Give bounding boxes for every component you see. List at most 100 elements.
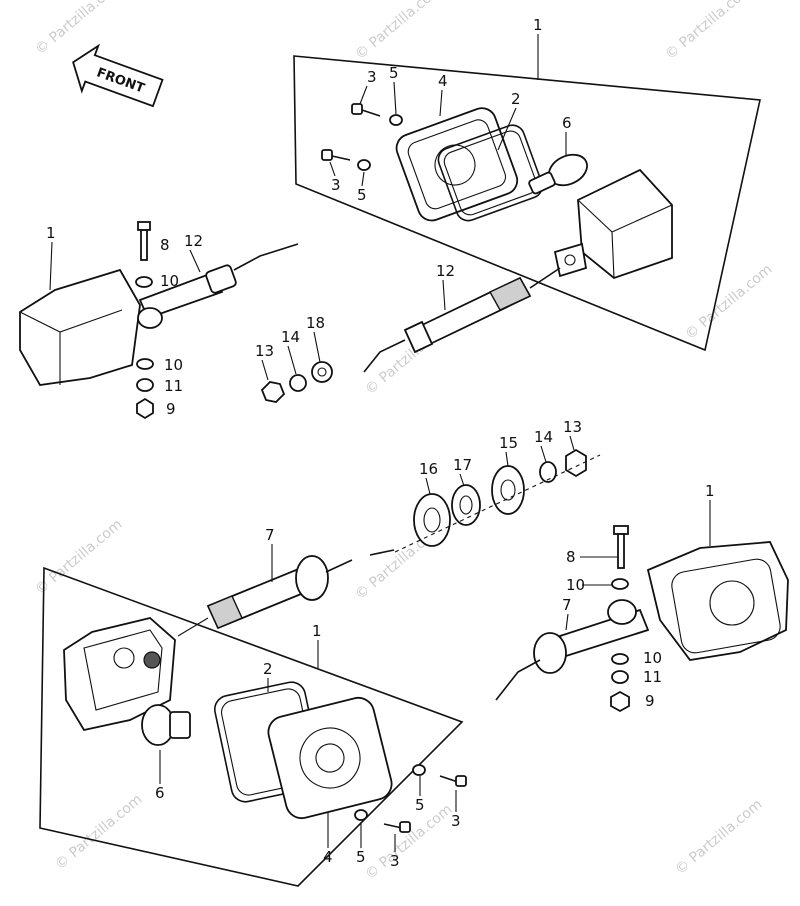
right-mount bbox=[607, 599, 637, 625]
stem-grommet bbox=[295, 555, 329, 601]
stem-knurl bbox=[489, 277, 531, 311]
callout-number: 15 bbox=[499, 434, 518, 452]
collar-17-hole bbox=[459, 495, 473, 515]
lens-ring bbox=[299, 727, 361, 789]
callout-number: 4 bbox=[323, 848, 333, 866]
callout-number: 18 bbox=[306, 314, 325, 332]
washer-14 bbox=[289, 374, 307, 392]
stem-nut bbox=[403, 320, 434, 354]
callout-number: 1 bbox=[705, 482, 715, 500]
callout-number: 8 bbox=[566, 548, 576, 566]
callout-number: 11 bbox=[643, 668, 662, 686]
bolt-shank bbox=[617, 533, 625, 569]
right-lens-ring bbox=[709, 580, 755, 626]
washer-10 bbox=[611, 578, 629, 590]
stem-wire bbox=[325, 549, 395, 573]
callout-number: 3 bbox=[331, 176, 341, 194]
bulb-bottom bbox=[141, 704, 191, 746]
callout-number: 3 bbox=[367, 68, 377, 86]
stem-lead bbox=[177, 617, 209, 637]
washer-10 bbox=[135, 276, 153, 288]
left-mount-ring bbox=[137, 307, 163, 329]
washer bbox=[412, 764, 426, 776]
bulb-base bbox=[528, 171, 556, 195]
lens-body bbox=[395, 107, 519, 222]
mount-hole bbox=[564, 254, 576, 266]
watermark: © Partzilla.com bbox=[362, 801, 455, 883]
washer bbox=[354, 809, 368, 821]
nut-13b bbox=[565, 448, 587, 478]
screw-head bbox=[455, 775, 467, 787]
gasket-inner bbox=[443, 130, 537, 216]
callout-number: 9 bbox=[166, 400, 176, 418]
right-grommet bbox=[533, 632, 567, 674]
cap-15 bbox=[491, 465, 525, 515]
nut-13 bbox=[260, 381, 286, 403]
callout-number: 4 bbox=[438, 72, 448, 90]
callout-number: 5 bbox=[357, 186, 367, 204]
lens-bottom bbox=[267, 696, 393, 820]
right-signal bbox=[495, 525, 789, 713]
cap-15-hole bbox=[500, 479, 516, 501]
callout-number: 5 bbox=[356, 848, 366, 866]
watermark-layer: © Partzilla.com © Partzilla.com © Partzi… bbox=[32, 0, 775, 883]
nut-9 bbox=[136, 397, 154, 420]
frame-outline bbox=[293, 55, 761, 352]
lens-ring bbox=[434, 144, 476, 186]
callout-number: 7 bbox=[265, 526, 275, 544]
watermark: © Partzilla.com bbox=[352, 0, 445, 63]
callout-number: 9 bbox=[645, 692, 655, 710]
callout-number: 7 bbox=[562, 596, 572, 614]
leader-lines bbox=[49, 81, 711, 852]
watermark: © Partzilla.com bbox=[682, 261, 775, 343]
housing-mount bbox=[553, 242, 588, 278]
housing-top bbox=[553, 168, 673, 280]
left-housing bbox=[19, 268, 141, 386]
callout-number: 6 bbox=[155, 784, 165, 802]
bolt-shank bbox=[140, 229, 148, 261]
socket bbox=[113, 647, 135, 669]
front-arrow: FRONT bbox=[72, 43, 164, 108]
washer-14b bbox=[539, 461, 557, 483]
watermark: © Partzilla.com bbox=[672, 796, 765, 878]
watermark: © Partzilla.com bbox=[662, 0, 755, 63]
bulb-top bbox=[528, 153, 588, 195]
washer-18 bbox=[311, 361, 333, 383]
callout-number: 3 bbox=[451, 812, 461, 830]
grommet-stack bbox=[394, 448, 601, 553]
bottom-assembly-frame bbox=[39, 566, 464, 887]
housing-edges bbox=[577, 199, 673, 279]
callout-number: 12 bbox=[436, 262, 455, 280]
callout-number: 10 bbox=[643, 649, 662, 667]
screw-shank bbox=[331, 155, 351, 161]
stem-knurl bbox=[207, 595, 243, 629]
watermark: © Partzilla.com bbox=[32, 516, 125, 598]
callout-number: 2 bbox=[511, 90, 521, 108]
collar-17 bbox=[451, 484, 481, 526]
callout-number: 5 bbox=[415, 796, 425, 814]
screw-head bbox=[351, 103, 363, 115]
lock-washer-11 bbox=[136, 378, 154, 392]
grommet-16-hole bbox=[423, 507, 441, 533]
washer-10-lower bbox=[136, 358, 154, 370]
callout-number: 2 bbox=[263, 660, 273, 678]
screw-top-a bbox=[351, 103, 403, 126]
callout-number: 13 bbox=[255, 342, 274, 360]
washer bbox=[357, 159, 371, 171]
gasket-outer bbox=[437, 124, 544, 222]
left-stem-nut bbox=[205, 264, 237, 294]
front-arrow-shape bbox=[72, 43, 164, 108]
callout-layer: 1 2 3 4 5 6 3 5 1 8 12 10 10 11 9 12 13 … bbox=[46, 16, 715, 870]
callout-number: 17 bbox=[453, 456, 472, 474]
top-assembly-frame bbox=[293, 34, 761, 352]
lock-washer-11 bbox=[611, 670, 629, 684]
middle-stem bbox=[260, 267, 561, 403]
left-signal bbox=[19, 221, 299, 420]
right-housing bbox=[646, 541, 789, 661]
callout-number: 14 bbox=[281, 328, 300, 346]
lens-ring-inner bbox=[315, 743, 345, 773]
nut-9 bbox=[610, 690, 630, 713]
washer bbox=[389, 114, 403, 126]
callout-number: 12 bbox=[184, 232, 203, 250]
